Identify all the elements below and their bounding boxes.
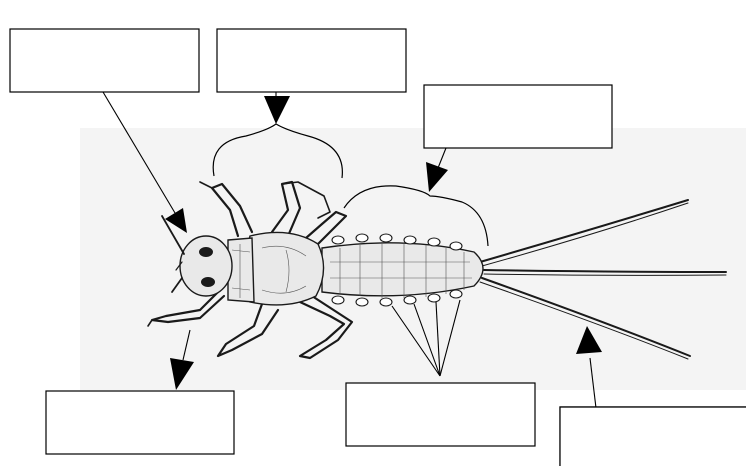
label-box-legs[interactable] [46,391,234,454]
label-box-tails[interactable] [560,407,746,466]
label-box-head[interactable] [10,29,199,92]
label-box-abdomen[interactable] [424,85,612,148]
label-box-thorax[interactable] [217,29,406,92]
thorax-arrowhead [264,96,290,124]
eye-bottom [201,277,215,287]
eye-top [199,247,213,257]
thorax-drawing [228,232,324,304]
label-box-gills[interactable] [346,383,535,446]
